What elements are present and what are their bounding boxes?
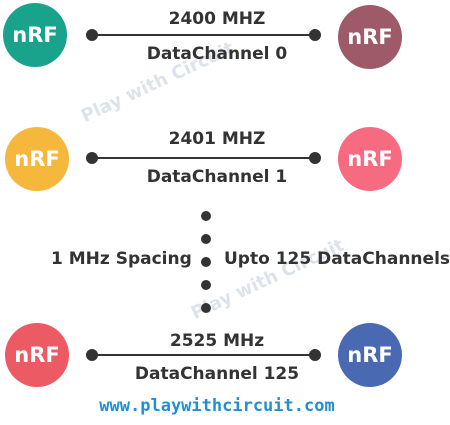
nrf-node-row2-left: nRF [5,323,69,387]
ellipsis-dot-2 [201,234,211,244]
ellipsis-dot-1 [201,211,211,221]
nrf-node-row1-right: nRF [338,127,402,191]
channel-1-frequency: 2401 MHZ [168,129,266,149]
link-endpoint-right-0 [309,29,321,41]
ellipsis-dot-5 [201,303,211,313]
link-endpoint-left-1 [86,152,98,164]
nrf-node-row2-right: nRF [338,323,402,387]
ellipsis-dot-3 [201,257,211,267]
nrf-node-row1-left: nRF [5,127,69,191]
link-endpoint-right-1 [309,152,321,164]
nrf-node-row0-right: nRF [338,5,402,69]
channels-count-label: Upto 125 DataChannels [224,249,450,269]
channel-1-name: DataChannel 1 [146,167,288,187]
link-endpoint-right-125 [309,349,321,361]
nrf-node-row0-left: nRF [3,3,67,67]
ellipsis-dot-4 [201,280,211,290]
spacing-label: 1 MHz Spacing [51,249,192,269]
channel-0-name: DataChannel 0 [146,44,288,64]
link-endpoint-left-125 [86,349,98,361]
channel-125-name: DataChannel 125 [134,364,300,384]
website-link[interactable]: www.playwithcircuit.com [99,396,335,416]
channel-125-frequency: 2525 MHz [169,331,265,351]
channel-0-frequency: 2400 MHZ [168,9,266,29]
connection-lines [86,29,321,361]
link-endpoint-left-0 [86,29,98,41]
